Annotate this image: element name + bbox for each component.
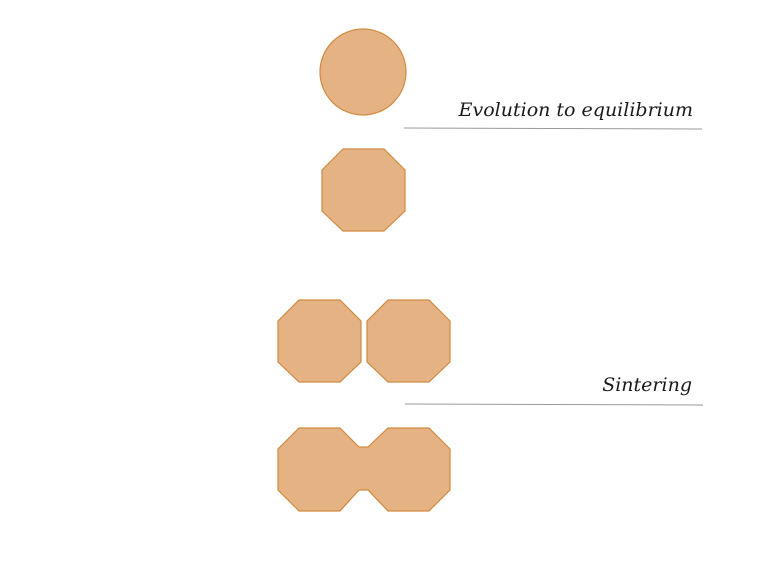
right-particle bbox=[366, 299, 451, 383]
sintering-label: Sintering bbox=[602, 374, 692, 396]
spherical-particle bbox=[319, 28, 407, 116]
sintered-particle-pair bbox=[277, 427, 451, 512]
equilibrium-particle bbox=[321, 148, 406, 232]
equilibrium-rule bbox=[403, 127, 703, 130]
equilibrium-label: Evolution to equilibrium bbox=[458, 99, 693, 121]
sintering-rule bbox=[404, 403, 704, 406]
left-particle bbox=[277, 299, 362, 383]
